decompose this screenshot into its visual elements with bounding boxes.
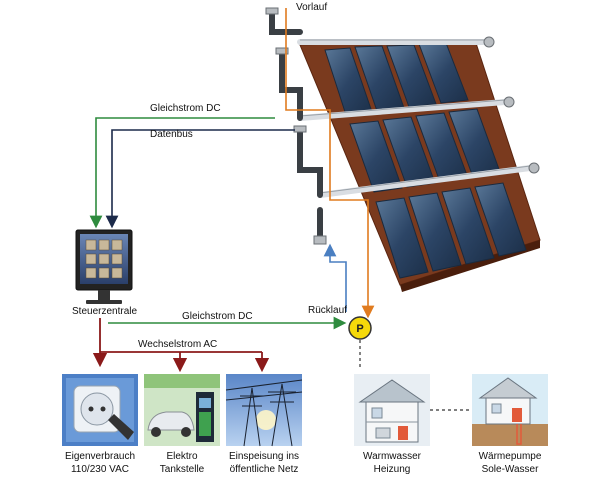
caption-tankstelle: Elektro Tankstelle bbox=[142, 450, 222, 476]
tile-netz-image bbox=[225, 374, 303, 447]
caption-eigenverbrauch-line2: 110/230 VAC bbox=[70, 464, 129, 475]
caption-waermepumpe-line2: Sole-Wasser bbox=[481, 464, 539, 475]
caption-netz-line1: Einspeisung ins bbox=[228, 451, 300, 462]
manifold-pipes bbox=[297, 39, 533, 198]
caption-warmwasser: Warmwasser Heizung bbox=[352, 450, 432, 476]
panel-row-2 bbox=[349, 108, 501, 193]
caption-tankstelle-line1: Elektro bbox=[166, 451, 198, 462]
caption-netz-line2: öffentliche Netz bbox=[229, 464, 299, 475]
caption-waermepumpe-line1: Wärmepumpe bbox=[478, 451, 542, 462]
label-datenbus: Datenbus bbox=[150, 129, 193, 140]
pump-symbol: P bbox=[348, 316, 372, 340]
solar-roof bbox=[265, 7, 541, 292]
flow-line-vorlauf bbox=[285, 8, 375, 319]
label-wechselstrom: Wechselstrom AC bbox=[138, 339, 217, 350]
caption-eigenverbrauch: Eigenverbrauch 110/230 VAC bbox=[60, 450, 140, 476]
panel-row-3 bbox=[375, 182, 527, 279]
label-ruecklauf: Rücklauf bbox=[308, 305, 347, 316]
dc-line-top bbox=[89, 117, 275, 229]
panel-row-1 bbox=[324, 42, 469, 116]
connector-pipes bbox=[269, 9, 323, 243]
tile-waermepumpe-image bbox=[472, 374, 548, 446]
pump-label: P bbox=[356, 323, 363, 335]
label-vorlauf: Vorlauf bbox=[296, 2, 327, 13]
caption-netz: Einspeisung ins öffentliche Netz bbox=[222, 450, 306, 476]
caption-eigenverbrauch-line1: Eigenverbrauch bbox=[64, 451, 136, 462]
tile-tankstelle-image bbox=[144, 374, 220, 446]
tile-eigenverbrauch-image bbox=[62, 374, 138, 446]
return-line-ruecklauf bbox=[323, 243, 347, 312]
label-gleichstrom-mid: Gleichstrom DC bbox=[182, 311, 253, 322]
label-gleichstrom-top: Gleichstrom DC bbox=[150, 103, 221, 114]
tile-warmwasser-image bbox=[354, 374, 430, 446]
caption-tankstelle-line2: Tankstelle bbox=[159, 464, 205, 475]
caption-warmwasser-line2: Heizung bbox=[373, 464, 411, 475]
caption-warmwasser-line1: Warmwasser bbox=[363, 451, 421, 462]
caption-waermepumpe: Wärmepumpe Sole-Wasser bbox=[470, 450, 550, 476]
databus-line bbox=[105, 129, 295, 229]
steuerzentrale-monitor bbox=[75, 229, 133, 304]
label-steuerzentrale: Steuerzentrale bbox=[72, 306, 137, 317]
